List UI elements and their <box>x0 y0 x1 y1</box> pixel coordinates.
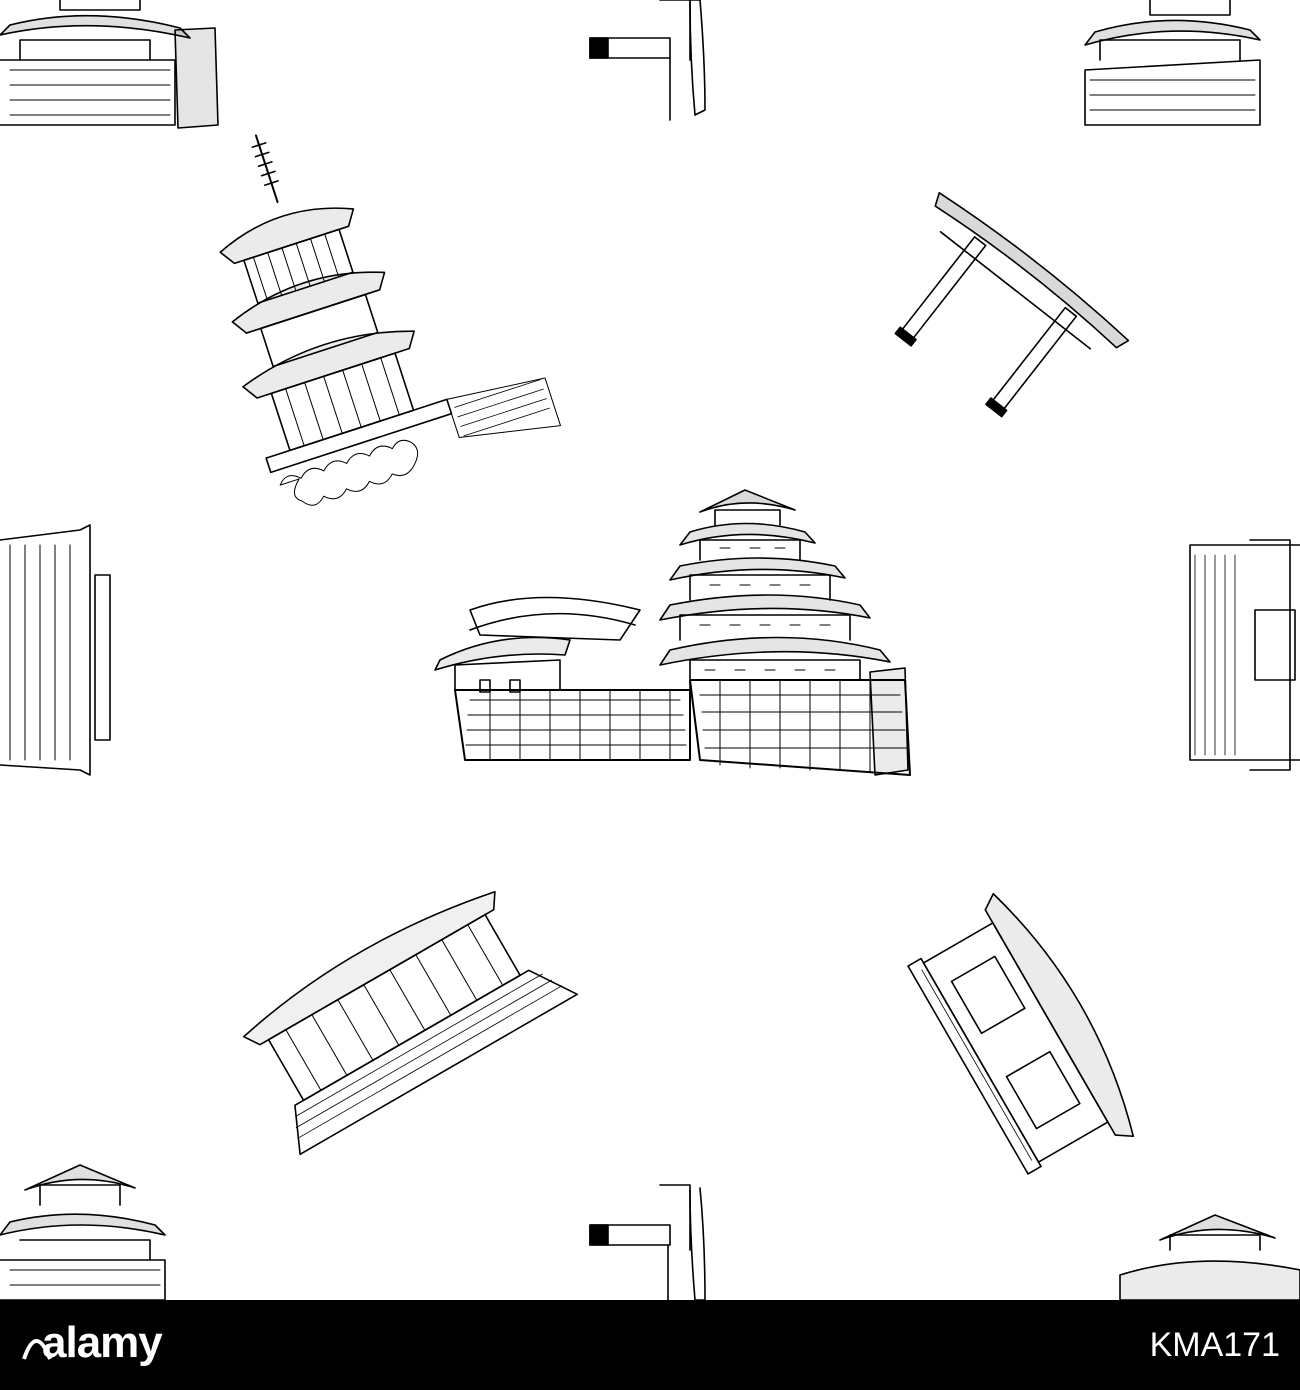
torii-gate-illustration <box>894 191 1130 418</box>
stock-image-id: KMA171 <box>1149 1326 1280 1364</box>
temple-illustration-lower-left <box>242 890 579 1156</box>
torii-gate-partial-top <box>589 0 706 121</box>
castle-partial-bottom-right <box>1119 1214 1300 1300</box>
castle-partial-top-left <box>0 0 219 129</box>
castle-illustration-center <box>434 489 911 776</box>
castle-partial-top-right <box>1084 0 1261 126</box>
alamy-logo-mark <box>22 1339 52 1360</box>
castle-partial-bottom-left <box>0 1164 166 1300</box>
pattern-illustrations <box>0 0 1300 1300</box>
footer-bar <box>0 1300 1300 1390</box>
temple-partial-left <box>0 524 111 776</box>
temple-gate-illustration-lower-right <box>907 892 1135 1175</box>
temple-partial-right <box>1189 539 1300 771</box>
torii-gate-partial-bottom <box>589 1184 706 1300</box>
pagoda-illustration <box>219 134 561 506</box>
sketch-pattern <box>0 0 1300 1300</box>
alamy-logo-text: alamy <box>42 1318 163 1367</box>
